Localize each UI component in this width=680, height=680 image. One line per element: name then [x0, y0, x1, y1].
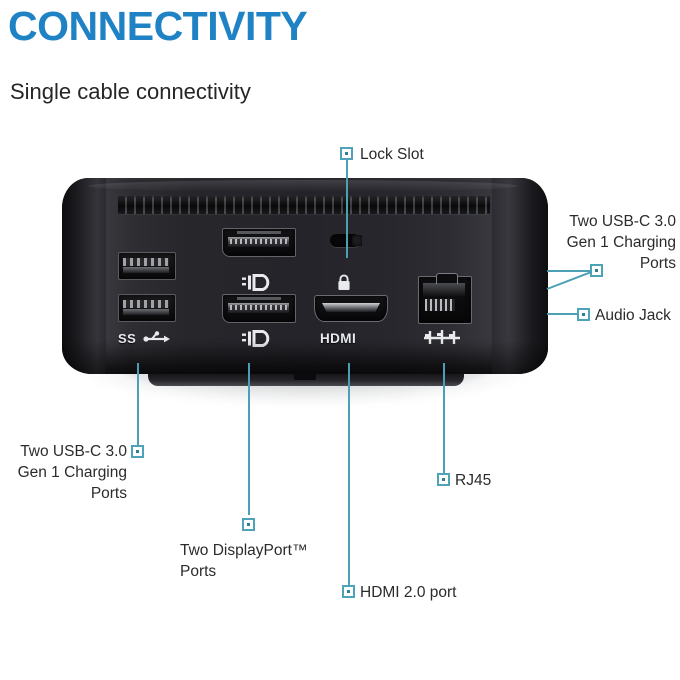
- security-lock-slot-keyway: [352, 235, 362, 246]
- leader-line-displayport: [248, 363, 250, 515]
- rj45-contacts: [425, 299, 455, 311]
- callout-label-hdmi: HDMI 2.0 port: [360, 584, 457, 601]
- displayport-slot-top: [237, 231, 281, 234]
- vent-grille-shading: [118, 196, 490, 214]
- usb-a-port-bottom: [118, 294, 176, 322]
- leader-line-audio-jack: [547, 313, 578, 315]
- device-bottom-shading: [62, 340, 548, 374]
- displayport-port-bottom: [222, 294, 296, 323]
- callout-label-usb-a-left-line1: Two USB-C 3.0: [20, 443, 127, 460]
- usb-a-tongue-top: [123, 267, 169, 273]
- marker-lock-slot[interactable]: [340, 147, 353, 160]
- padlock-icon: [336, 274, 352, 292]
- callout-label-lock-slot: Lock Slot: [360, 146, 424, 163]
- callout-label-displayport: Two DisplayPort™ Ports: [180, 542, 308, 580]
- callout-label-rj45: RJ45: [455, 472, 492, 489]
- leader-line-lock-slot: [346, 160, 348, 258]
- device-top-highlight: [88, 180, 518, 192]
- page-title: CONNECTIVITY: [8, 3, 308, 49]
- page-subtitle: Single cable connectivity: [10, 79, 251, 104]
- security-lock-slot: [330, 234, 362, 247]
- hdmi-port: [314, 295, 388, 322]
- callout-label-usb-a-left-line2: Gen 1 Charging: [17, 464, 127, 481]
- docking-station-image: SS: [62, 178, 548, 408]
- callout-label-audio-jack: Audio Jack: [595, 307, 671, 324]
- callout-label-usb-c-right: Two USB-C 3.0 Gen 1 Charging Ports: [566, 213, 676, 272]
- leader-line-usb-a-left: [137, 363, 139, 447]
- vent-grille: [118, 196, 490, 214]
- rj45-ethernet-port: [418, 273, 472, 324]
- displayport-contacts-top: [230, 239, 287, 244]
- displayport-slot-bottom: [237, 297, 281, 300]
- marker-rj45[interactable]: [437, 473, 450, 486]
- marker-displayport[interactable]: [242, 518, 255, 531]
- hdmi-contacts: [322, 303, 380, 312]
- usb-a-contacts-top: [123, 258, 169, 266]
- usb-a-tongue-bottom: [123, 309, 169, 315]
- marker-usb-a-left[interactable]: [131, 445, 144, 458]
- marker-usb-c-right[interactable]: [590, 264, 603, 277]
- leader-line-usb-c-right-upper: [547, 270, 592, 272]
- usb-a-port-top: [118, 252, 176, 280]
- displayport-port-top: [222, 228, 296, 257]
- leader-line-rj45: [443, 363, 445, 473]
- marker-hdmi[interactable]: [342, 585, 355, 598]
- rj45-highlight: [423, 283, 465, 297]
- displayport-contacts-bottom: [230, 305, 287, 310]
- displayport-icon-top: [242, 274, 276, 292]
- leader-line-hdmi: [348, 363, 350, 585]
- usb-a-contacts-bottom: [123, 300, 169, 308]
- device-body: SS: [62, 178, 548, 374]
- marker-audio-jack[interactable]: [577, 308, 590, 321]
- rj45-clip-notch: [436, 273, 458, 284]
- callout-label-usb-a-left-line3: Ports: [90, 485, 127, 502]
